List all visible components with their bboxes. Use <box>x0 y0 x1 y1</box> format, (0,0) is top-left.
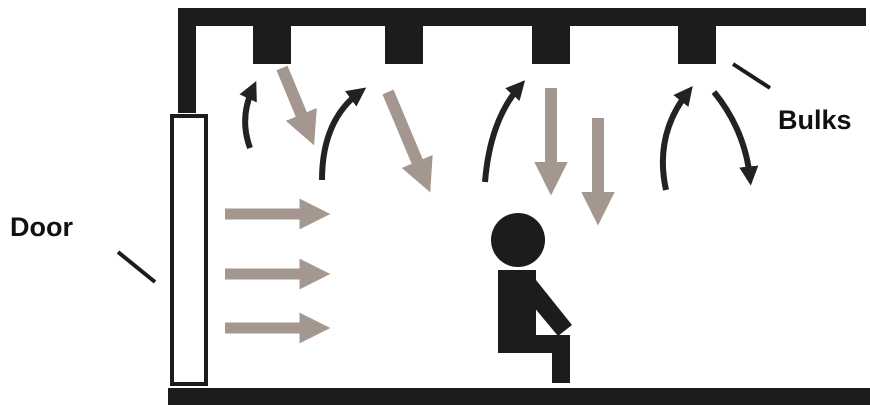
bulks-leader-line <box>733 64 770 88</box>
door-panel <box>172 116 206 384</box>
left-wall-top <box>178 8 196 113</box>
bulk-upflow-arrow <box>485 86 520 182</box>
bulk-3 <box>532 24 570 64</box>
bulk-upflow-arrow <box>245 88 253 148</box>
bulk-downflow-arrow <box>388 92 425 180</box>
floor <box>168 388 870 405</box>
door-label: Door <box>10 212 73 243</box>
bulk-upflow-arrow <box>663 92 688 190</box>
bulks-label: Bulks <box>778 105 852 136</box>
door-leader-line <box>118 252 155 282</box>
bulk-downflow-arrow <box>282 68 309 133</box>
ceiling <box>178 8 866 26</box>
bulk-outflow-arrow <box>714 92 750 178</box>
bulk-4 <box>678 24 716 64</box>
bulk-2 <box>385 24 423 64</box>
bulk-upflow-arrow <box>322 92 360 180</box>
bulk-1 <box>253 24 291 64</box>
seated-person-icon <box>491 213 572 383</box>
